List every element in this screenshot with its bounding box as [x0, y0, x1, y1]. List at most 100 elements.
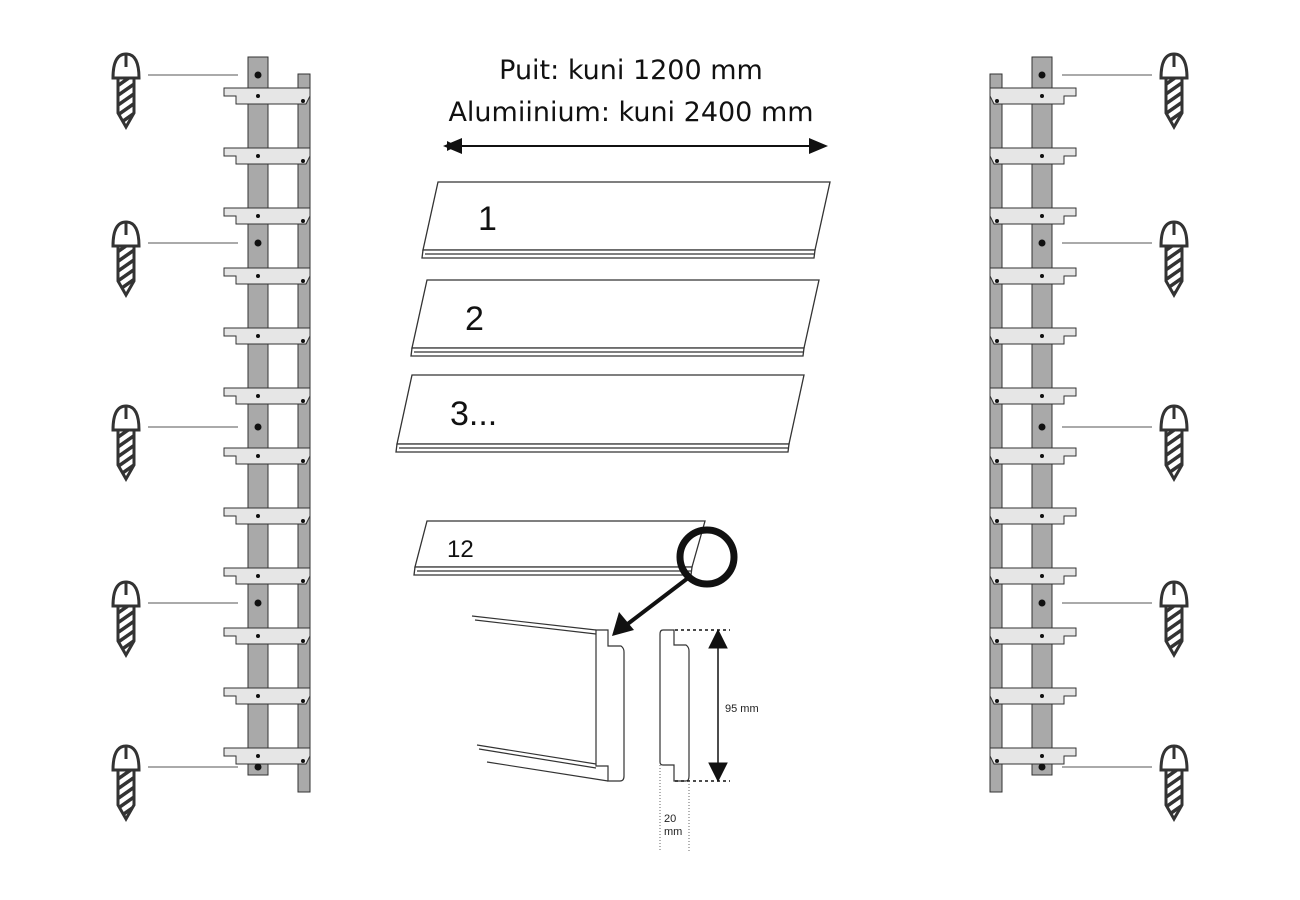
height-dimension-label: 95 mm	[725, 703, 759, 715]
bracket-hole	[256, 634, 260, 638]
length-aluminium-label: Alumiinium: kuni 2400 mm	[448, 97, 813, 128]
screw-hole	[254, 599, 262, 607]
bracket-hole	[256, 334, 260, 338]
bracket-pivot	[995, 459, 999, 463]
bracket	[989, 387, 1077, 405]
bracket-hole	[1040, 334, 1044, 338]
bracket-hole	[1040, 154, 1044, 158]
bracket-pivot	[301, 459, 305, 463]
bracket-hole	[256, 754, 260, 758]
arrow-right-head	[809, 138, 828, 154]
main-rail	[1031, 56, 1053, 776]
bracket-hole	[256, 694, 260, 698]
board-profile-perspective	[471, 615, 625, 782]
bracket-pivot	[995, 699, 999, 703]
bracket	[223, 687, 311, 705]
secondary-rail	[989, 73, 1003, 793]
bracket-pivot	[301, 639, 305, 643]
main-rail	[247, 56, 269, 776]
bracket-hole	[1040, 274, 1044, 278]
bracket	[223, 447, 311, 465]
arrow-left-head	[443, 138, 462, 154]
bracket-pivot	[995, 99, 999, 103]
board-1-label: 1	[478, 200, 497, 238]
screw-icon	[1159, 744, 1189, 823]
thickness-value-label: 20	[664, 813, 676, 825]
thickness-dimension	[659, 765, 690, 852]
secondary-rail	[297, 73, 311, 793]
bracket-hole	[256, 394, 260, 398]
bracket-pivot	[301, 219, 305, 223]
screw-thread	[116, 604, 136, 659]
detail-pointer-arrow	[623, 576, 690, 628]
screw-icon	[1159, 220, 1189, 299]
bracket	[989, 507, 1077, 525]
board-12	[413, 520, 706, 576]
screw-icon	[111, 52, 141, 131]
bracket-hole	[1040, 754, 1044, 758]
screw-icon	[111, 580, 141, 659]
bracket-pivot	[301, 579, 305, 583]
board-1	[421, 181, 831, 259]
screw-icon	[1159, 52, 1189, 131]
screw-icon	[111, 744, 141, 823]
screw-thread	[116, 428, 136, 483]
screw-icon	[1159, 404, 1189, 483]
screw-thread	[1164, 604, 1184, 659]
screw-hole	[254, 763, 262, 771]
bracket-pivot	[301, 759, 305, 763]
bracket	[223, 267, 311, 285]
screw-hole	[254, 239, 262, 247]
screw-hole	[1038, 71, 1046, 79]
board-profile-section	[659, 629, 690, 782]
bracket	[223, 387, 311, 405]
bracket-pivot	[301, 99, 305, 103]
bracket-hole	[1040, 634, 1044, 638]
detail-pointer-arrowhead	[612, 612, 634, 636]
bracket-pivot	[301, 519, 305, 523]
bracket-hole	[256, 154, 260, 158]
screw-thread	[116, 768, 136, 823]
screw-thread	[116, 244, 136, 299]
bracket-pivot	[301, 279, 305, 283]
bracket-pivot	[995, 279, 999, 283]
bracket	[223, 567, 311, 585]
bracket	[989, 447, 1077, 465]
bracket	[223, 207, 311, 225]
left-rail-assembly	[111, 52, 311, 823]
bracket-hole	[1040, 514, 1044, 518]
bracket-hole	[256, 514, 260, 518]
board-3	[395, 374, 805, 453]
bracket-hole	[256, 574, 260, 578]
screw-thread	[1164, 244, 1184, 299]
bracket-pivot	[995, 219, 999, 223]
height-dimension	[675, 628, 730, 783]
screw-hole	[254, 423, 262, 431]
bracket	[223, 147, 311, 165]
bracket-hole	[1040, 94, 1044, 98]
bracket-pivot	[301, 699, 305, 703]
screw-icon	[111, 220, 141, 299]
bracket-hole	[256, 94, 260, 98]
bracket	[989, 627, 1077, 645]
bracket-pivot	[301, 339, 305, 343]
bracket	[989, 147, 1077, 165]
screw-thread	[116, 76, 136, 131]
bracket	[989, 567, 1077, 585]
thickness-unit-label: mm	[664, 826, 682, 838]
bracket-hole	[1040, 394, 1044, 398]
bracket-pivot	[995, 159, 999, 163]
screw-icon	[1159, 580, 1189, 659]
right-rail-assembly	[989, 52, 1189, 823]
detail-magnifier-circle	[676, 526, 738, 588]
length-wood-label: Puit: kuni 1200 mm	[499, 55, 763, 86]
bracket-hole	[256, 214, 260, 218]
screw-hole	[1038, 239, 1046, 247]
bracket	[223, 627, 311, 645]
screw-thread	[1164, 428, 1184, 483]
bracket	[989, 687, 1077, 705]
board-2-label: 2	[465, 300, 484, 338]
bracket	[989, 747, 1077, 765]
bracket-pivot	[995, 579, 999, 583]
bracket	[223, 507, 311, 525]
